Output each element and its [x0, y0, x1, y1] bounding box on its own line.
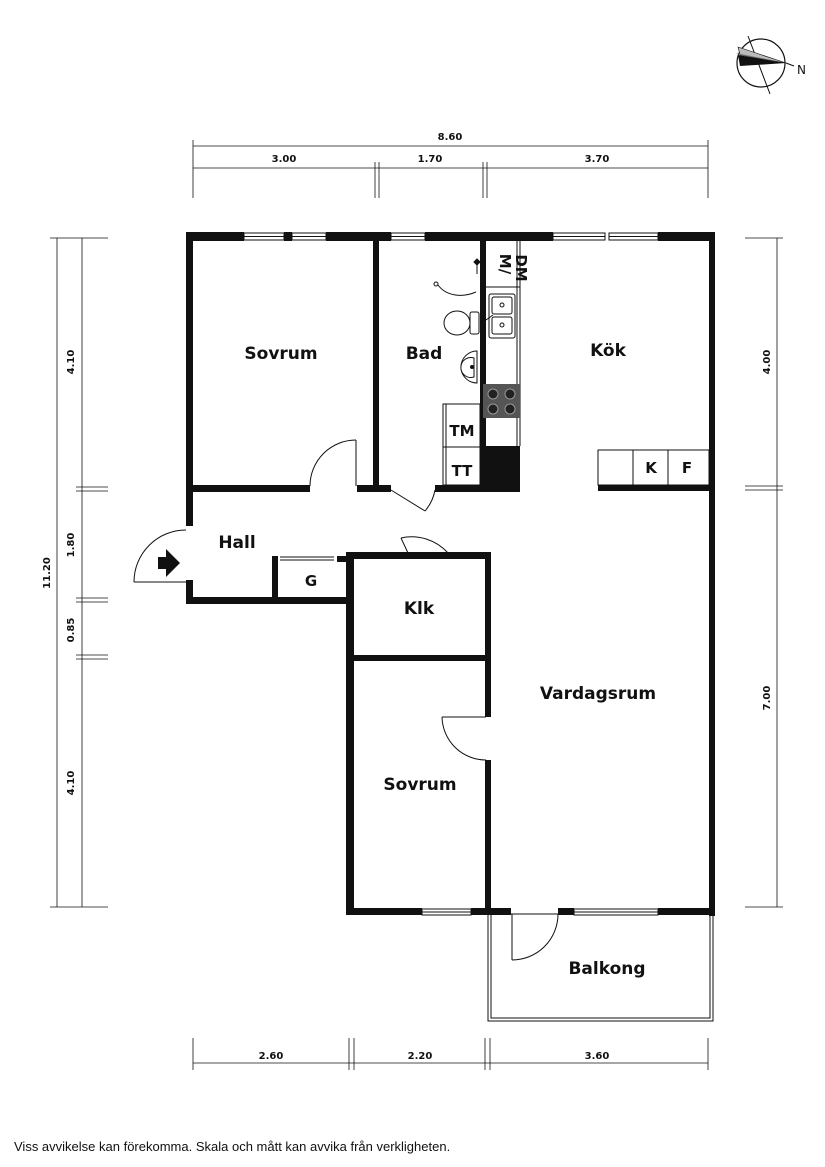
- compass-icon: N: [736, 35, 806, 95]
- kitchen-sink-icon: [485, 293, 516, 339]
- dim-top-1: 3.00: [272, 154, 297, 165]
- laundry-box: [442, 403, 481, 486]
- room-hall: Hall: [218, 533, 255, 553]
- door-klk: [400, 537, 409, 554]
- dim-left-2: 1.80: [66, 533, 77, 558]
- g-label: G: [305, 572, 317, 590]
- dim-right-2: 7.00: [762, 686, 773, 711]
- toilet-icon: [443, 310, 480, 336]
- sink-icon: [460, 350, 478, 384]
- room-kok: Kök: [590, 341, 627, 361]
- dim-top-total: 8.60: [438, 132, 463, 143]
- room-sovrum-2: Sovrum: [383, 775, 456, 795]
- tt-label: TT: [452, 462, 474, 480]
- room-sovrum-1: Sovrum: [244, 344, 317, 364]
- doors: [133, 439, 559, 961]
- disclaimer-text: Viss avvikelse kan förekomma. Skala och …: [14, 1139, 451, 1154]
- dim-left-total: 11.20: [42, 557, 53, 589]
- m-dm-label-2: DM: [512, 254, 530, 281]
- f-label: F: [682, 459, 692, 477]
- dim-left-3: 0.85: [66, 618, 77, 643]
- m-dm-label-1: M/: [496, 254, 514, 275]
- north-label: N: [797, 63, 806, 77]
- k-label: K: [645, 459, 658, 477]
- dim-bottom-3: 3.60: [585, 1051, 610, 1062]
- windows: [243, 232, 659, 916]
- entrance-arrow-icon: [158, 549, 180, 577]
- fridge-freezer-box: [597, 449, 710, 486]
- dim-top-3: 3.70: [585, 154, 610, 165]
- door-bad: [390, 489, 426, 512]
- room-klk: Klk: [404, 599, 435, 619]
- tm-label: TM: [449, 422, 474, 440]
- shower-icon: [433, 258, 481, 296]
- stove-icon: [483, 384, 520, 418]
- room-bad: Bad: [406, 344, 443, 364]
- dim-left-1: 4.10: [66, 350, 77, 375]
- dimension-lines: [50, 140, 783, 1070]
- room-vardagsrum: Vardagsrum: [540, 684, 656, 704]
- dim-top-2: 1.70: [418, 154, 443, 165]
- room-balkong: Balkong: [568, 959, 645, 979]
- dim-bottom-2: 2.20: [408, 1051, 433, 1062]
- walls: [186, 232, 715, 916]
- bathroom-fixtures: [433, 258, 481, 384]
- dim-bottom-1: 2.60: [259, 1051, 284, 1062]
- dim-left-4: 4.10: [66, 771, 77, 796]
- dim-right-1: 4.00: [762, 350, 773, 375]
